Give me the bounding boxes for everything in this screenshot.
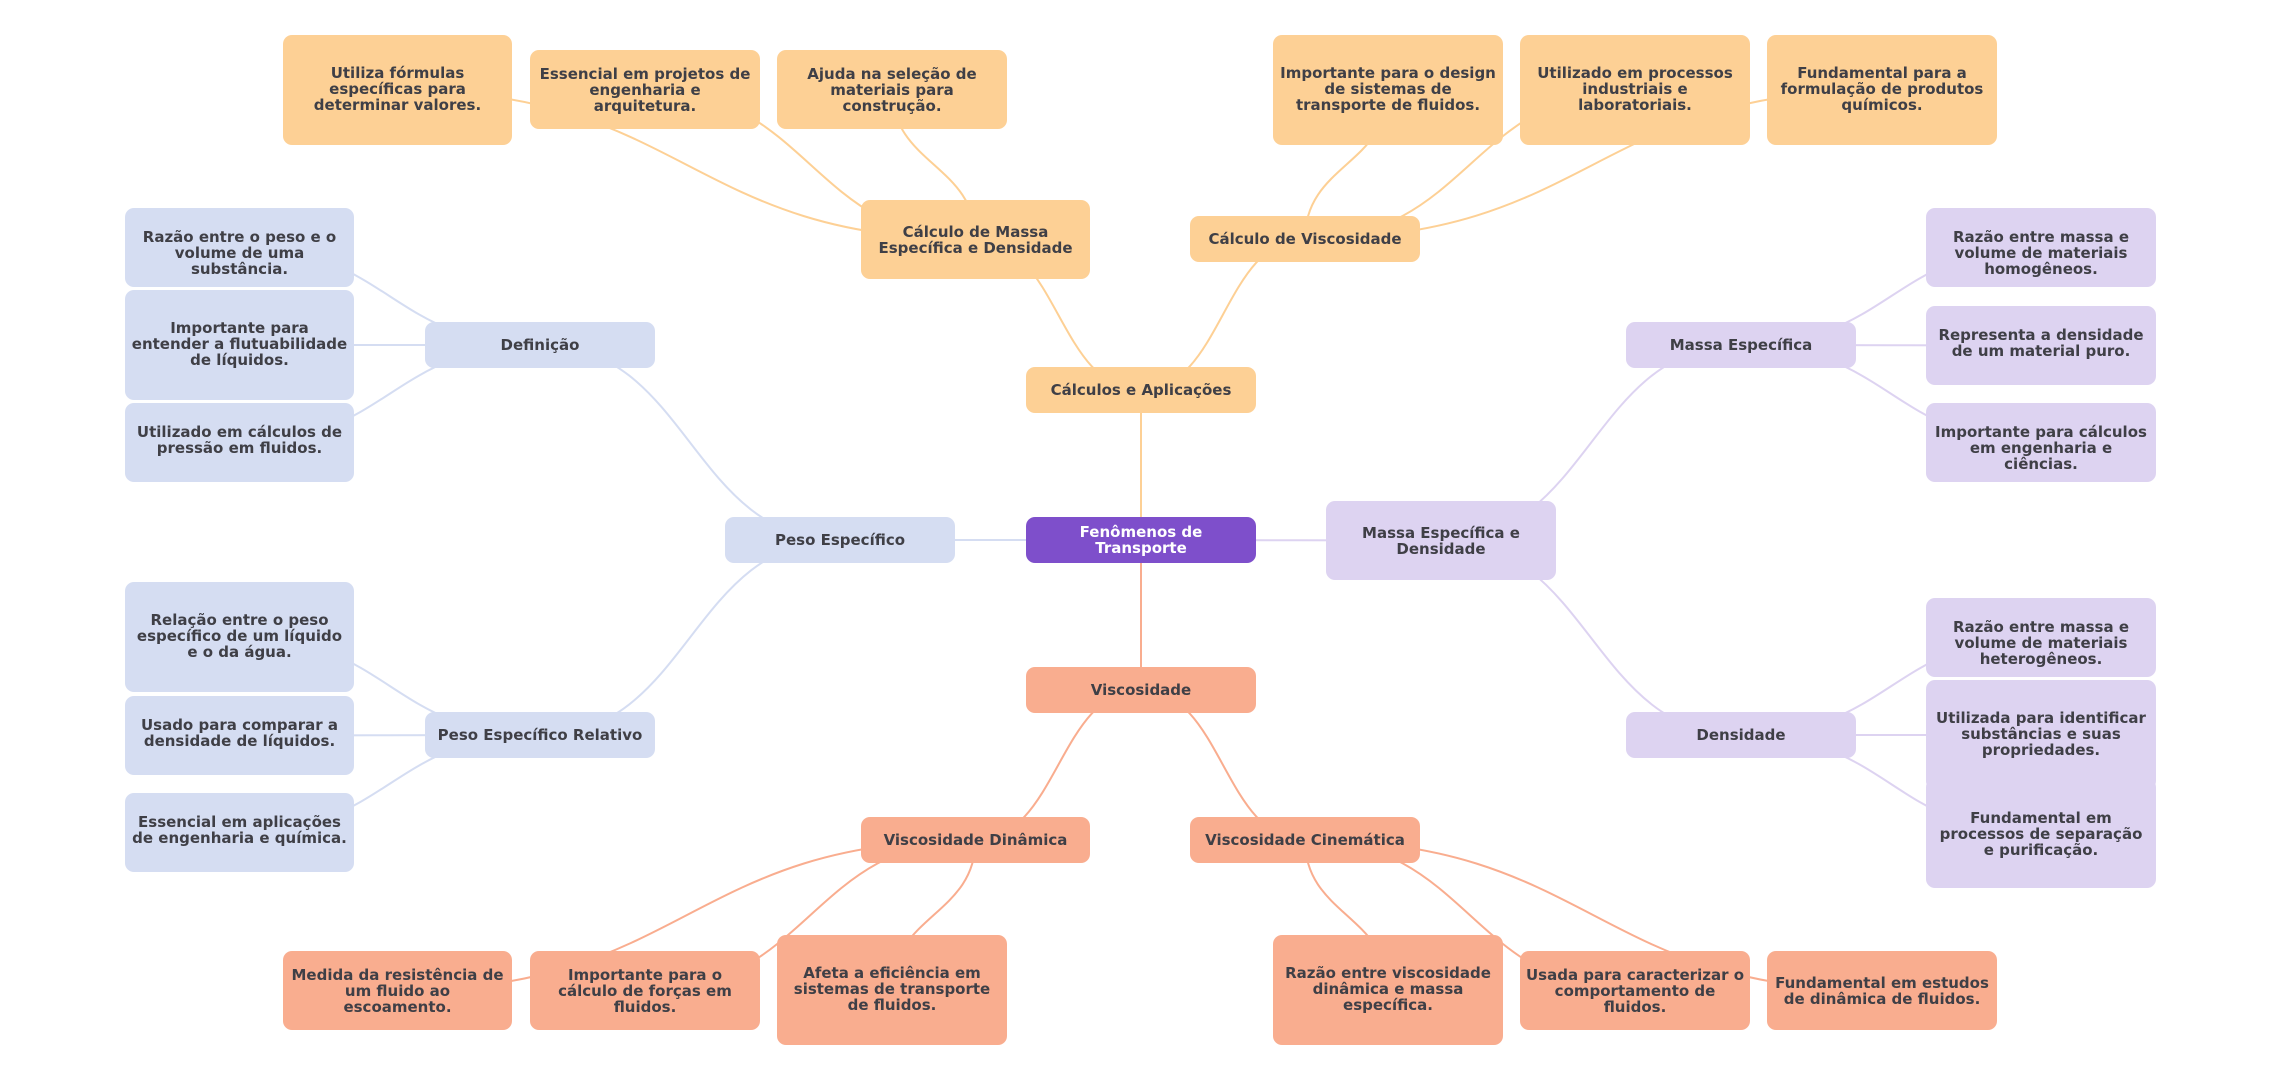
leaf-label: Razão entre massa e volume de materiais … bbox=[1953, 228, 2129, 278]
node-massa-especifica-densidade[interactable]: Massa Específica e Densidade bbox=[1326, 501, 1556, 580]
node-massa-especifica[interactable]: Massa Específica bbox=[1626, 322, 1856, 368]
leaf-label: Medida da resistência de um fluido ao es… bbox=[291, 965, 504, 1016]
node-label: Cálculo de Viscosidade bbox=[1208, 230, 1402, 248]
leaf-node[interactable]: Razão entre massa e volume de materiais … bbox=[1926, 598, 2156, 677]
leaf-label: Importante para o design de sistemas de … bbox=[1280, 64, 1496, 114]
leaf-node[interactable]: Representa a densidade de um material pu… bbox=[1926, 306, 2156, 385]
node-viscosidade-dinamica[interactable]: Viscosidade Dinâmica bbox=[861, 817, 1090, 863]
leaf-label: Importante para entender a flutuabilidad… bbox=[131, 319, 348, 369]
leaf-node[interactable]: Usada para caracterizar o comportamento … bbox=[1520, 951, 1750, 1030]
node-densidade[interactable]: Densidade bbox=[1626, 712, 1856, 758]
leaf-node[interactable]: Razão entre massa e volume de materiais … bbox=[1926, 208, 2156, 287]
node-label: Massa Específica bbox=[1669, 336, 1813, 354]
node-label: Cálculos e Aplicações bbox=[1050, 381, 1232, 399]
leaf-label: Razão entre viscosidade dinâmica e massa… bbox=[1285, 964, 1491, 1014]
leaf-node[interactable]: Afeta a eficiência em sistemas de transp… bbox=[777, 935, 1007, 1045]
node-label: Definição bbox=[500, 336, 580, 354]
leaf-label: Utiliza fórmulas específicas para determ… bbox=[313, 64, 482, 114]
node-calculo-viscosidade[interactable]: Cálculo de Viscosidade bbox=[1190, 216, 1420, 262]
node-peso-especifico[interactable]: Peso Específico bbox=[725, 517, 955, 563]
leaf-node[interactable]: Essencial em projetos de engenharia e ar… bbox=[530, 50, 760, 129]
leaf-label: Ajuda na seleção de materiais para const… bbox=[807, 64, 977, 115]
leaf-label: Afeta a eficiência em sistemas de transp… bbox=[793, 964, 991, 1014]
node-label: Massa Específica e Densidade bbox=[1362, 523, 1520, 558]
leaf-node[interactable]: Importante para entender a flutuabilidad… bbox=[125, 290, 354, 400]
node-peso-especifico-relativo[interactable]: Peso Específico Relativo bbox=[425, 712, 655, 758]
leaf-node[interactable]: Essencial em aplicações de engenharia e … bbox=[125, 793, 354, 872]
node-label: Densidade bbox=[1696, 726, 1786, 744]
connector-line bbox=[539, 344, 841, 541]
leaf-node[interactable]: Razão entre o peso e o volume de uma sub… bbox=[125, 208, 354, 287]
leaf-label: Essencial em aplicações de engenharia e … bbox=[132, 813, 347, 847]
leaf-node[interactable]: Medida da resistência de um fluido ao es… bbox=[283, 951, 512, 1030]
node-label: Viscosidade Dinâmica bbox=[883, 831, 1068, 849]
leaf-node[interactable]: Ajuda na seleção de materiais para const… bbox=[777, 50, 1007, 129]
node-label: Peso Específico Relativo bbox=[437, 726, 643, 744]
leaf-node[interactable]: Utiliza fórmulas específicas para determ… bbox=[283, 35, 512, 145]
leaf-node[interactable]: Fundamental em processos de separação e … bbox=[1926, 778, 2156, 888]
node-viscosidade[interactable]: Viscosidade bbox=[1026, 667, 1256, 713]
leaf-node[interactable]: Relação entre o peso específico de um lí… bbox=[125, 582, 354, 692]
node-label: Viscosidade Cinemática bbox=[1205, 831, 1405, 849]
leaf-label: Usada para caracterizar o comportamento … bbox=[1526, 965, 1744, 1016]
leaf-label: Representa a densidade de um material pu… bbox=[1938, 326, 2144, 360]
connector-line bbox=[539, 539, 841, 736]
leaf-label: Usado para comparar a densidade de líqui… bbox=[140, 716, 339, 750]
node-label: Cálculo de Massa Específica e Densidade bbox=[878, 222, 1073, 257]
leaf-node[interactable]: Fundamental em estudos de dinâmica de fl… bbox=[1767, 951, 1997, 1030]
leaf-node[interactable]: Importante para o design de sistemas de … bbox=[1273, 35, 1503, 145]
root-node[interactable]: Fenômenos de Transporte bbox=[1026, 517, 1256, 563]
leaf-label: Essencial em projetos de engenharia e ar… bbox=[539, 64, 751, 115]
leaf-label: Utilizada para identificar substâncias e… bbox=[1936, 709, 2146, 759]
leaf-node[interactable]: Razão entre viscosidade dinâmica e massa… bbox=[1273, 935, 1503, 1045]
leaf-label: Fundamental em processos de separação e … bbox=[1939, 809, 2143, 859]
node-calculos-aplicacoes[interactable]: Cálculos e Aplicações bbox=[1026, 367, 1256, 413]
leaf-label: Relação entre o peso específico de um lí… bbox=[136, 611, 343, 661]
leaf-label: Utilizado em cálculos de pressão em flui… bbox=[136, 423, 343, 457]
leaf-label: Utilizado em processos industriais e lab… bbox=[1537, 64, 1733, 114]
node-label: Peso Específico bbox=[774, 531, 906, 549]
leaf-node[interactable]: Utilizado em cálculos de pressão em flui… bbox=[125, 403, 354, 482]
leaf-node[interactable]: Importante para o cálculo de forças em f… bbox=[530, 951, 760, 1030]
node-viscosidade-cinematica[interactable]: Viscosidade Cinemática bbox=[1190, 817, 1420, 863]
root-label: Fenômenos de Transporte bbox=[1079, 523, 1203, 557]
leaf-node[interactable]: Utilizado em processos industriais e lab… bbox=[1520, 35, 1750, 145]
node-calculo-massa-especifica[interactable]: Cálculo de Massa Específica e Densidade bbox=[861, 200, 1090, 279]
node-label: Viscosidade bbox=[1090, 681, 1192, 699]
leaf-node[interactable]: Importante para cálculos em engenharia e… bbox=[1926, 403, 2156, 482]
leaf-label: Fundamental para a formulação de produto… bbox=[1780, 64, 1984, 114]
leaf-label: Razão entre o peso e o volume de uma sub… bbox=[142, 228, 337, 278]
leaf-node[interactable]: Utilizada para identificar substâncias e… bbox=[1926, 680, 2156, 790]
leaf-label: Importante para o cálculo de forças em f… bbox=[558, 965, 732, 1016]
node-definicao[interactable]: Definição bbox=[425, 322, 655, 368]
leaf-label: Importante para cálculos em engenharia e… bbox=[1935, 423, 2147, 473]
leaf-node[interactable]: Usado para comparar a densidade de líqui… bbox=[125, 696, 354, 775]
leaf-label: Fundamental em estudos de dinâmica de fl… bbox=[1775, 973, 1989, 1008]
leaf-label: Razão entre massa e volume de materiais … bbox=[1953, 618, 2129, 668]
leaf-node[interactable]: Fundamental para a formulação de produto… bbox=[1767, 35, 1997, 145]
